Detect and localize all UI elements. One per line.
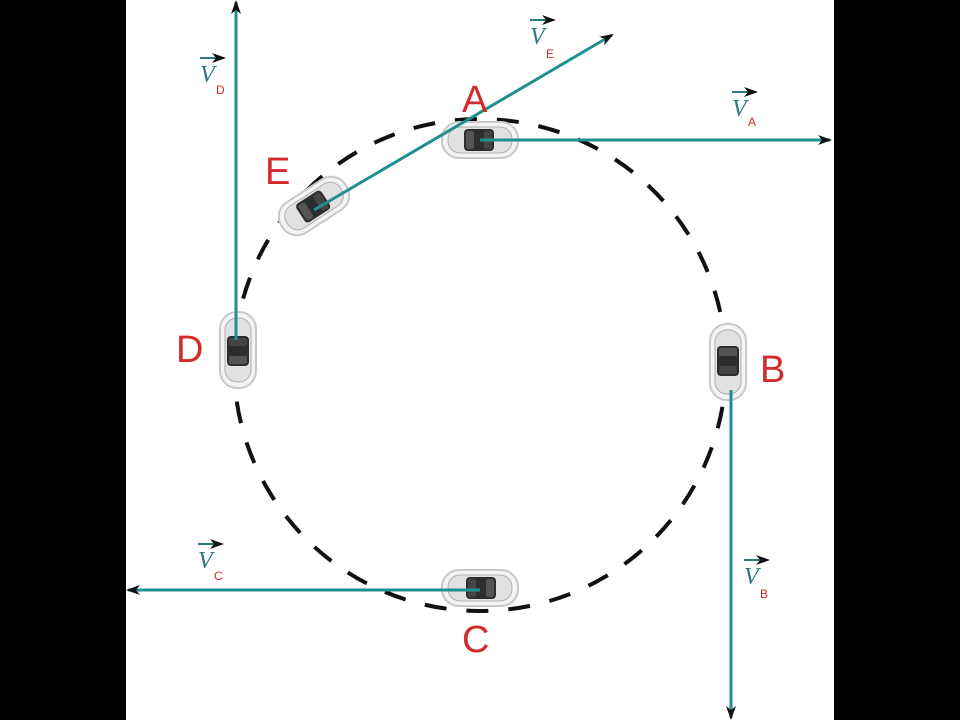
vector-subscript: C	[214, 569, 223, 583]
vector-label-b: V B	[744, 555, 770, 601]
point-label-d: D	[176, 329, 203, 371]
vector-label-a: V A	[732, 87, 758, 129]
vector-subscript: A	[748, 115, 756, 129]
vector-label-e: V E	[530, 15, 556, 61]
point-label-b: B	[760, 349, 785, 391]
vector-symbol: V	[744, 564, 761, 590]
point-label-a: A	[462, 79, 488, 121]
vector-subscript: D	[216, 83, 225, 97]
car-icon	[441, 569, 519, 607]
vector-label-d: V D	[200, 53, 226, 97]
vector-symbol: V	[732, 96, 749, 122]
vector-subscript: E	[546, 47, 554, 61]
point-label-c: C	[462, 619, 489, 661]
vector-label-c: V C	[198, 539, 224, 583]
vector-symbol: V	[198, 548, 215, 574]
vector-symbol: V	[200, 62, 217, 88]
car-icon	[709, 323, 747, 401]
car-icon	[219, 311, 257, 389]
vector-subscript: B	[760, 587, 768, 601]
velocity-vector-e	[313, 33, 614, 212]
point-label-e: E	[265, 151, 290, 193]
vector-symbol: V	[530, 24, 547, 50]
